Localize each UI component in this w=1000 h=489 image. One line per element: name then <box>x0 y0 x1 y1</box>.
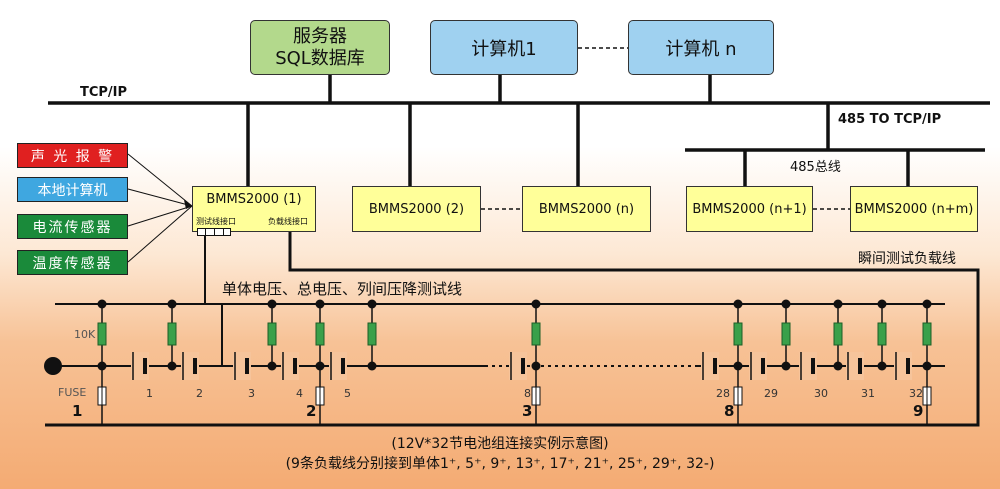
resistor <box>531 322 541 346</box>
current-sensor-label: 电流传感器 <box>32 219 113 236</box>
resistor <box>267 322 277 346</box>
bmms-unit-1-label: BMMS2000 (1) <box>206 192 302 207</box>
resistor <box>877 322 887 346</box>
string-node <box>167 361 177 371</box>
rs485-bus-label: 485总线 <box>790 160 841 175</box>
current-sensor-box: 电流传感器 <box>17 214 128 239</box>
cell-number: 8 <box>524 387 531 400</box>
load-line-label: 瞬间测试负载线 <box>858 251 956 267</box>
tap-node <box>315 299 325 309</box>
computer-n-label: 计算机 n <box>665 38 737 60</box>
cell-number: 2 <box>196 387 203 400</box>
caption-title: (12V*32节电池组连接实例示意图) <box>391 436 609 452</box>
bmms-unit-n-plus-1: BMMS2000 (n+1) <box>686 186 813 232</box>
local-computer-box: 本地计算机 <box>17 177 128 202</box>
tap-node <box>781 299 791 309</box>
resistor <box>833 322 843 346</box>
tap-node <box>167 299 177 309</box>
bmms-unit-1: BMMS2000 (1) <box>192 186 316 232</box>
bmms-unit-n-label: BMMS2000 (n) <box>538 201 635 217</box>
tap-node <box>267 299 277 309</box>
tap-node <box>922 299 932 309</box>
string-node <box>877 361 887 371</box>
string-node <box>833 361 843 371</box>
bmms-unit-2: BMMS2000 (2) <box>352 186 481 232</box>
tap-node <box>97 299 107 309</box>
load-line-number: 3 <box>522 402 532 420</box>
tap-node <box>733 299 743 309</box>
bmms-unit-n-plus-m-label: BMMS2000 (n+m) <box>854 201 974 217</box>
resistor <box>922 322 932 346</box>
server-title: 服务器 <box>293 25 347 47</box>
computer-1-box: 计算机1 <box>430 20 578 75</box>
cell-number: 28 <box>716 387 730 400</box>
test-line-label: 单体电压、总电压、列间压降测试线 <box>222 280 463 298</box>
tap-node <box>877 299 887 309</box>
bmms-unit-n-plus-1-label: BMMS2000 (n+1) <box>692 201 807 217</box>
cell-number: 5 <box>344 387 351 400</box>
bmms-unit-n-plus-m: BMMS2000 (n+m) <box>850 186 978 232</box>
bmms-unit-n: BMMS2000 (n) <box>522 186 651 232</box>
server-box: 服务器 SQL数据库 <box>250 20 390 75</box>
load-line-number: 9 <box>913 402 923 420</box>
computer-n-box: 计算机 n <box>628 20 774 75</box>
resistor <box>315 322 325 346</box>
load-line-number: 1 <box>72 402 82 420</box>
tap-node <box>833 299 843 309</box>
string-node <box>367 361 377 371</box>
cell-number: 3 <box>248 387 255 400</box>
test-port-connector <box>197 228 231 236</box>
string-node <box>781 361 791 371</box>
computer-1-label: 计算机1 <box>471 38 537 60</box>
temperature-sensor-label: 温度传感器 <box>32 255 113 272</box>
fuse-label: FUSE <box>58 386 87 399</box>
load-port-label: 负载线接口 <box>268 217 308 226</box>
battery-terminal <box>44 357 62 375</box>
caption-note: (9条负载线分别接到单体1⁺, 5⁺, 9⁺, 13⁺, 17⁺, 21⁺, 2… <box>285 456 715 472</box>
converter-label: 485 TO TCP/IP <box>838 112 942 127</box>
load-line <box>45 232 980 427</box>
resistor-label: 10K <box>74 328 96 341</box>
cell-number: 30 <box>814 387 828 400</box>
audio-visual-alarm-label: 声 光 报 警 <box>30 148 115 165</box>
server-database: SQL数据库 <box>275 47 365 69</box>
test-port-label: 测试线接口 <box>196 217 236 226</box>
cell-number: 32 <box>909 387 923 400</box>
local-computer-label: 本地计算机 <box>37 182 108 199</box>
bmms-unit-2-label: BMMS2000 (2) <box>368 201 465 217</box>
cell-number: 29 <box>764 387 778 400</box>
resistor <box>167 322 177 346</box>
tap-node <box>367 299 377 309</box>
audio-visual-alarm-box: 声 光 报 警 <box>17 143 128 168</box>
tap-node <box>531 299 541 309</box>
resistor <box>367 322 377 346</box>
resistor <box>733 322 743 346</box>
load-line-number: 2 <box>306 402 316 420</box>
load-line-number: 8 <box>724 402 734 420</box>
resistor <box>97 322 107 346</box>
cell-number: 1 <box>146 387 153 400</box>
temperature-sensor-box: 温度传感器 <box>17 250 128 275</box>
cell-number: 31 <box>861 387 875 400</box>
cell-number: 4 <box>296 387 303 400</box>
tcpip-label: TCP/IP <box>80 85 128 100</box>
string-node <box>267 361 277 371</box>
resistor <box>781 322 791 346</box>
